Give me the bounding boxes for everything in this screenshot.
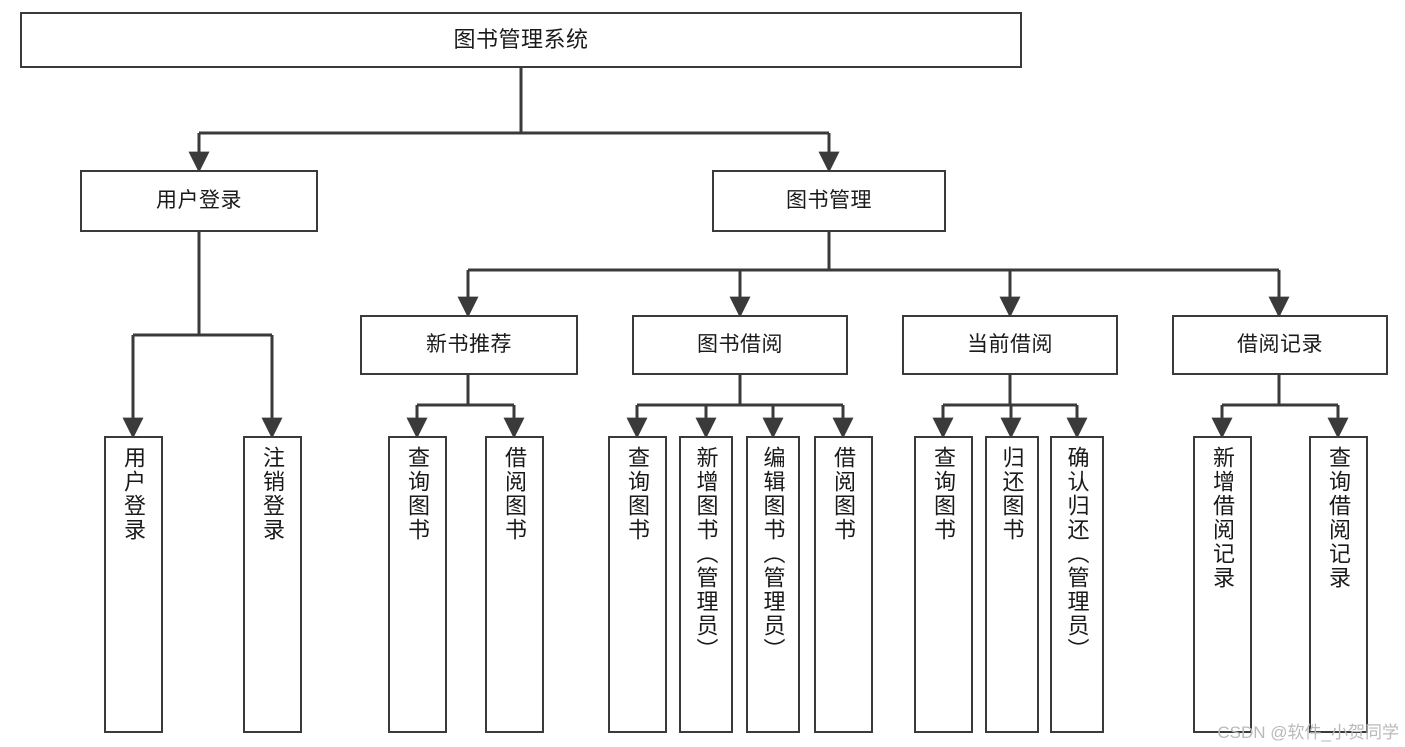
node-book-borrow[interactable]: 图书借阅	[632, 315, 848, 375]
node-root-system[interactable]: 图书管理系统	[20, 12, 1022, 68]
node-label: 查询借阅记录	[1326, 446, 1352, 590]
node-label: 用户登录	[156, 188, 242, 212]
leaf-book-borrow-add[interactable]: 新增图书（管理员）	[679, 436, 733, 733]
node-book-management[interactable]: 图书管理	[712, 170, 946, 232]
node-label: 借阅记录	[1237, 332, 1323, 356]
leaf-user-login-logout[interactable]: 注销登录	[243, 436, 302, 733]
node-label: 编辑图书（管理员）	[760, 446, 786, 662]
node-label: 新增借阅记录	[1210, 446, 1236, 590]
node-label: 注销登录	[260, 446, 286, 542]
node-label: 新增图书（管理员）	[693, 446, 719, 662]
node-label: 图书管理系统	[453, 27, 589, 53]
leaf-user-login-login[interactable]: 用户登录	[104, 436, 163, 733]
node-label: 当前借阅	[967, 332, 1053, 356]
leaf-borrow-record-add[interactable]: 新增借阅记录	[1193, 436, 1252, 733]
node-current-borrow[interactable]: 当前借阅	[902, 315, 1118, 375]
leaf-borrow-record-query[interactable]: 查询借阅记录	[1309, 436, 1368, 733]
node-label: 借阅图书	[502, 446, 528, 542]
node-borrow-record[interactable]: 借阅记录	[1172, 315, 1388, 375]
leaf-new-book-query[interactable]: 查询图书	[388, 436, 447, 733]
node-label: 确认归还（管理员）	[1064, 446, 1090, 662]
watermark: CSDN @软件_小贺同学	[1217, 723, 1399, 742]
node-new-book-recommend[interactable]: 新书推荐	[360, 315, 578, 375]
leaf-current-borrow-return[interactable]: 归还图书	[985, 436, 1039, 733]
leaf-book-borrow-borrow[interactable]: 借阅图书	[814, 436, 873, 733]
leaf-book-borrow-edit[interactable]: 编辑图书（管理员）	[746, 436, 800, 733]
leaf-book-borrow-query[interactable]: 查询图书	[608, 436, 667, 733]
node-label: 归还图书	[999, 446, 1025, 542]
node-label: 图书管理	[786, 188, 872, 212]
node-label: 新书推荐	[426, 332, 512, 356]
node-label: 查询图书	[405, 446, 431, 542]
node-label: 查询图书	[625, 446, 651, 542]
node-label: 用户登录	[121, 446, 147, 542]
node-label: 图书借阅	[697, 332, 783, 356]
leaf-new-book-borrow[interactable]: 借阅图书	[485, 436, 544, 733]
node-label: 借阅图书	[831, 446, 857, 542]
leaf-current-borrow-confirm[interactable]: 确认归还（管理员）	[1050, 436, 1104, 733]
leaf-current-borrow-query[interactable]: 查询图书	[914, 436, 973, 733]
node-user-login[interactable]: 用户登录	[80, 170, 318, 232]
node-label: 查询图书	[931, 446, 957, 542]
